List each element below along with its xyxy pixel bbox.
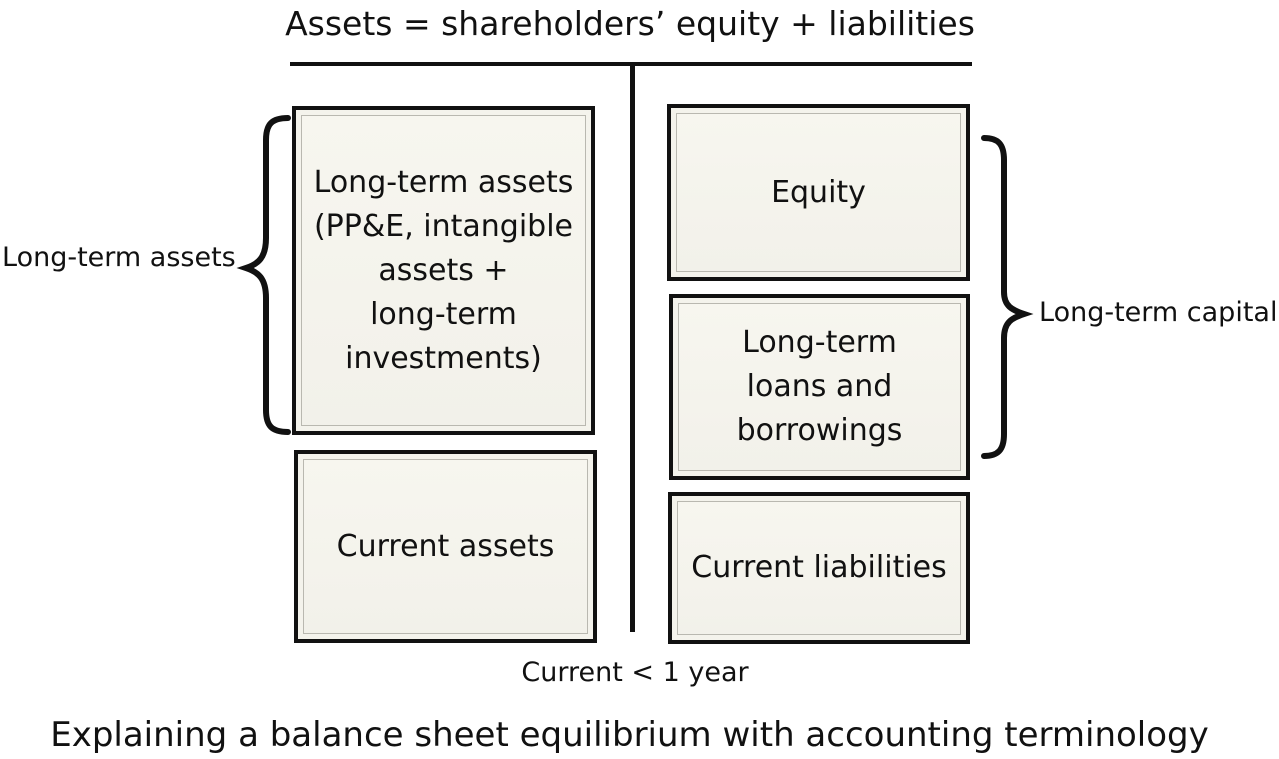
equation-underline [290, 62, 972, 66]
current-assets-box-label: Current assets [303, 459, 588, 634]
left-curly-brace [236, 115, 291, 435]
figure-caption: Explaining a balance sheet equilibrium w… [50, 715, 1209, 755]
right-curly-brace [981, 135, 1034, 459]
current-liabilities-box-label: Current liabilities [677, 501, 961, 635]
long-term-loans-box: Long-term loans and borrowings [669, 294, 970, 480]
equation-title: Assets = shareholders’ equity + liabilit… [285, 4, 975, 43]
long-term-assets-box-label: Long-term assets (PP&E, intangible asset… [301, 115, 586, 426]
current-assets-box: Current assets [294, 450, 597, 643]
long-term-assets-box: Long-term assets (PP&E, intangible asset… [292, 106, 595, 435]
long-term-loans-box-label: Long-term loans and borrowings [678, 303, 961, 471]
equity-box: Equity [667, 104, 970, 281]
long-term-assets-brace-label: Long-term assets [2, 242, 236, 273]
current-liabilities-box: Current liabilities [668, 492, 970, 644]
current-definition-note: Current < 1 year [521, 657, 749, 688]
equity-box-label: Equity [676, 113, 961, 272]
center-divider [630, 66, 635, 632]
long-term-capital-brace-label: Long-term capital [1039, 297, 1278, 328]
